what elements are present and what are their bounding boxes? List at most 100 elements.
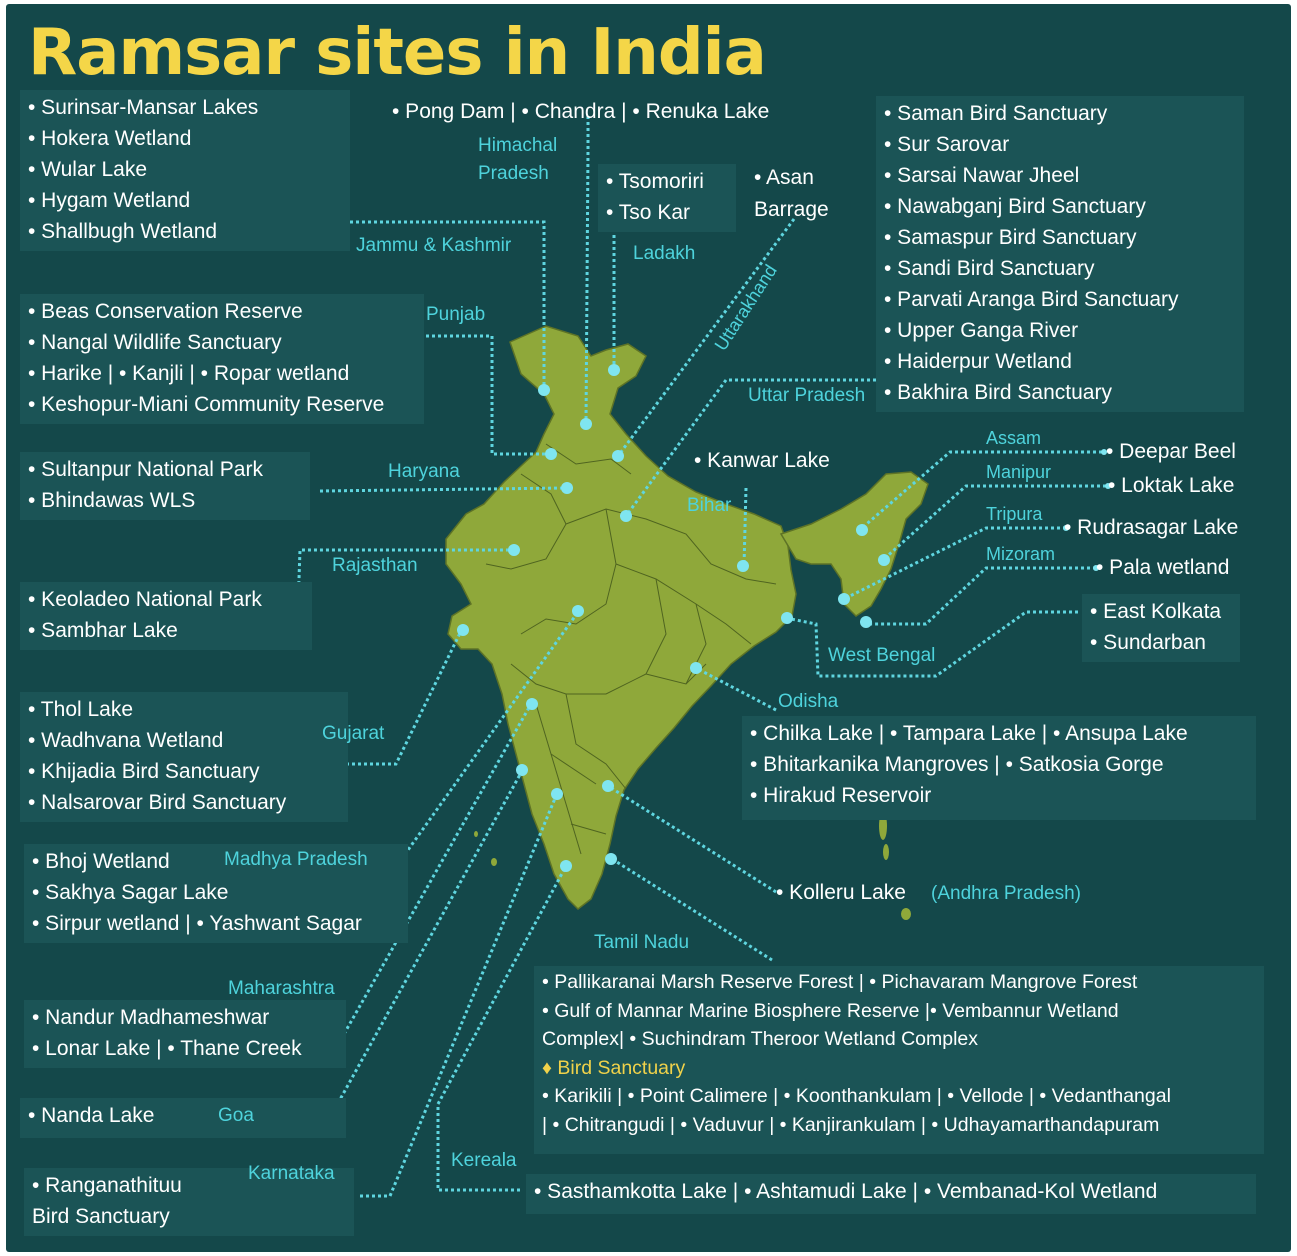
list-item: | • Chitrangudi | • Vaduvur | • Kanjiran… <box>542 1113 1160 1136</box>
marker-gujarat <box>457 624 469 636</box>
endpoint-mizoram <box>1093 565 1099 571</box>
leader-mizoram <box>866 566 1096 626</box>
ap-site: • Kolleru Lake <box>776 881 906 904</box>
state-borders <box>485 443 777 855</box>
list-item: • Sakhya Sagar Lake <box>32 881 229 904</box>
tn-site-list: • Pallikaranai Marsh Reserve Forest | • … <box>534 966 1264 1154</box>
assam-site: • Deepar Beel <box>1106 440 1236 463</box>
state-label-up: Uttar Pradesh <box>748 385 866 406</box>
list-item: • Nawabganj Bird Sanctuary <box>884 195 1146 218</box>
list-item: • Wadhvana Wetland <box>28 729 224 752</box>
hp-sites: • Pong Dam | • Chandra | • Renuka Lake <box>392 100 770 123</box>
mizoram-site: • Pala wetland <box>1096 556 1230 579</box>
leader-bihar <box>742 487 748 567</box>
list-item: • Sur Sarovar <box>884 133 1010 156</box>
india-mainland <box>445 325 797 910</box>
list-item: • Sandi Bird Sanctuary <box>884 257 1095 280</box>
leader-hp <box>584 116 590 423</box>
leader-wb <box>785 610 1078 678</box>
list-item: • Nalsarovar Bird Sanctuary <box>28 791 287 814</box>
list-item: • Hokera Wetland <box>28 127 192 150</box>
list-item: Bird Sanctuary <box>32 1205 170 1228</box>
marker-karnataka <box>551 788 563 800</box>
jk-site-list: • Surinsar-Mansar Lakes • Hokera Wetland… <box>20 90 350 251</box>
list-item: • Bakhira Bird Sanctuary <box>884 381 1112 404</box>
haryana-site-list: • Sultanpur National Park • Bhindawas WL… <box>20 452 310 520</box>
list-item: • Harike | • Kanjli | • Ropar wetland <box>28 362 350 385</box>
marker-bihar <box>737 560 749 572</box>
list-item: • Sarsai Nawar Jheel <box>884 164 1080 187</box>
leader-assam <box>861 450 1102 530</box>
marker-wb <box>781 612 793 624</box>
state-label-kerala: Kereala <box>451 1150 517 1171</box>
marker-haryana <box>561 482 573 494</box>
state-label-mp: Madhya Pradesh <box>224 849 368 870</box>
state-label-gujarat: Gujarat <box>322 723 385 744</box>
state-label-goa: Goa <box>218 1105 254 1126</box>
state-label-karnataka: Karnataka <box>248 1163 335 1184</box>
marker-manipur <box>878 554 890 566</box>
list-item: • Wular Lake <box>28 158 148 181</box>
marker-mp <box>572 605 584 617</box>
marker-hp <box>580 418 592 430</box>
leader-uttarakhand <box>616 218 796 457</box>
site-markers <box>457 364 1111 872</box>
list-item: • Tsomoriri <box>606 170 704 193</box>
karnataka-site-list: • Ranganathituu Bird Sanctuary <box>24 1168 354 1236</box>
endpoint-assam <box>1101 449 1107 455</box>
leader-manipur <box>883 484 1106 561</box>
leader-up <box>624 378 876 517</box>
punjab-site-list: • Beas Conservation Reserve • Nangal Wil… <box>20 294 424 424</box>
uttarakhand-site-line1: • Asan <box>754 166 814 189</box>
mp-site-list: • Bhoj Wetland • Sakhya Sagar Lake • Sir… <box>24 844 408 943</box>
list-item: • Beas Conservation Reserve <box>28 300 303 323</box>
state-label-mizoram: Mizoram <box>986 544 1056 564</box>
leader-karnataka <box>360 795 558 1198</box>
list-item: • Ranganathituu <box>32 1174 182 1197</box>
state-label-rajasthan: Rajasthan <box>332 555 418 576</box>
state-label-ladakh: Ladakh <box>633 243 696 264</box>
marker-punjab <box>545 448 557 460</box>
list-item: • Bhitarkanika Mangroves | • Satkosia Go… <box>750 753 1164 776</box>
kerala-site-list: • Sasthamkotta Lake | • Ashtamudi Lake |… <box>526 1174 1256 1214</box>
marker-odisha <box>690 662 702 674</box>
uttarakhand-site-line2: Barrage <box>754 198 829 221</box>
leader-haryana <box>319 486 567 493</box>
state-label-tn: Tamil Nadu <box>594 932 690 953</box>
list-item: • Lonar Lake | • Thane Creek <box>32 1037 302 1060</box>
state-label-uttarakhand: Uttarakhand <box>711 261 781 354</box>
list-item: • Samaspur Bird Sanctuary <box>884 226 1137 249</box>
list-item: • Bhoj Wetland <box>32 850 170 873</box>
marker-uttarakhand <box>612 450 624 462</box>
marker-ladakh <box>608 364 620 376</box>
page-title: Ramsar sites in India <box>28 16 767 90</box>
gujarat-site-list: • Thol Lake • Wadhvana Wetland • Khijadi… <box>20 692 348 822</box>
list-item: • Surinsar-Mansar Lakes <box>28 96 259 119</box>
northeast-region <box>779 471 929 617</box>
tripura-site: • Rudrasagar Lake <box>1064 516 1239 539</box>
list-item: • Upper Ganga River <box>884 319 1079 342</box>
marker-mizoram <box>860 616 872 628</box>
list-item: • Karikili | • Point Calimere | • Koonth… <box>542 1085 1171 1107</box>
state-label-bihar: Bihar <box>687 495 732 516</box>
list-item: • Bhindawas WLS <box>28 489 196 512</box>
list-item: • Saman Bird Sanctuary <box>884 102 1108 125</box>
marker-rajasthan <box>508 544 520 556</box>
up-site-list: • Saman Bird Sanctuary • Sur Sarovar • S… <box>876 96 1244 412</box>
state-label-tripura: Tripura <box>986 504 1043 524</box>
list-item: Complex| • Suchindram Theroor Wetland Co… <box>542 1028 979 1050</box>
list-item: • Tso Kar <box>606 201 690 224</box>
goa-site-list: • Nanda Lake <box>20 1098 346 1138</box>
state-label-hp-line2: Pradesh <box>478 163 549 184</box>
leader-punjab <box>420 334 551 456</box>
state-label-wb: West Bengal <box>828 645 936 666</box>
list-item: • Nanda Lake <box>28 1104 155 1127</box>
list-item: • Pallikaranai Marsh Reserve Forest | • … <box>542 971 1138 993</box>
rajasthan-site-list: • Keoladeo National Park • Sambhar Lake <box>20 582 312 650</box>
wb-site-list: • East Kolkata • Sundarban <box>1082 594 1240 662</box>
marker-assam <box>856 524 868 536</box>
marker-ap <box>602 780 614 792</box>
state-label-ap: (Andhra Pradesh) <box>931 883 1081 904</box>
manipur-site: • Loktak Lake <box>1108 474 1235 497</box>
marker-up <box>620 510 632 522</box>
